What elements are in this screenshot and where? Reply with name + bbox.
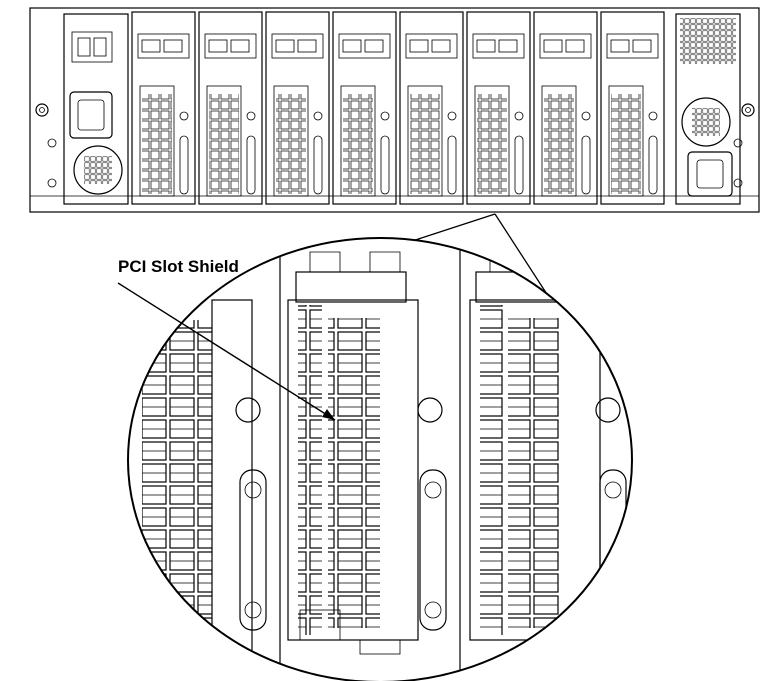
slot-shield-center — [287, 299, 447, 655]
node-bay-1 — [131, 11, 196, 205]
chassis-frame — [29, 7, 760, 213]
power-inlet-left — [69, 91, 113, 139]
callout-leader — [117, 282, 336, 421]
zoom-ellipse — [127, 237, 633, 681]
node-bay-6 — [466, 11, 531, 205]
node-bay-4 — [332, 11, 397, 205]
node-bay-5 — [399, 11, 464, 205]
psu-right — [675, 13, 741, 205]
chassis-overview — [29, 7, 760, 213]
callout-arrowhead — [322, 409, 335, 420]
ear-screw-left-top — [35, 103, 49, 117]
node-bay-8 — [600, 11, 665, 205]
ear-screw-right — [741, 103, 755, 117]
psu-fan-right — [681, 97, 731, 147]
screw-left-bot — [47, 178, 57, 188]
node-bay-3 — [265, 11, 330, 205]
screw-left-mid — [47, 138, 57, 148]
usb-ports — [71, 31, 113, 63]
power-inlet-right — [687, 151, 733, 197]
psu-left — [63, 13, 129, 205]
pci-slot-shield-label: PCI Slot Shield — [118, 257, 239, 276]
psu-fan-left — [73, 145, 123, 195]
zoom-detail — [127, 237, 633, 681]
node-bay-2 — [198, 11, 263, 205]
node-bays — [131, 11, 665, 205]
node-bay-7 — [533, 11, 598, 205]
